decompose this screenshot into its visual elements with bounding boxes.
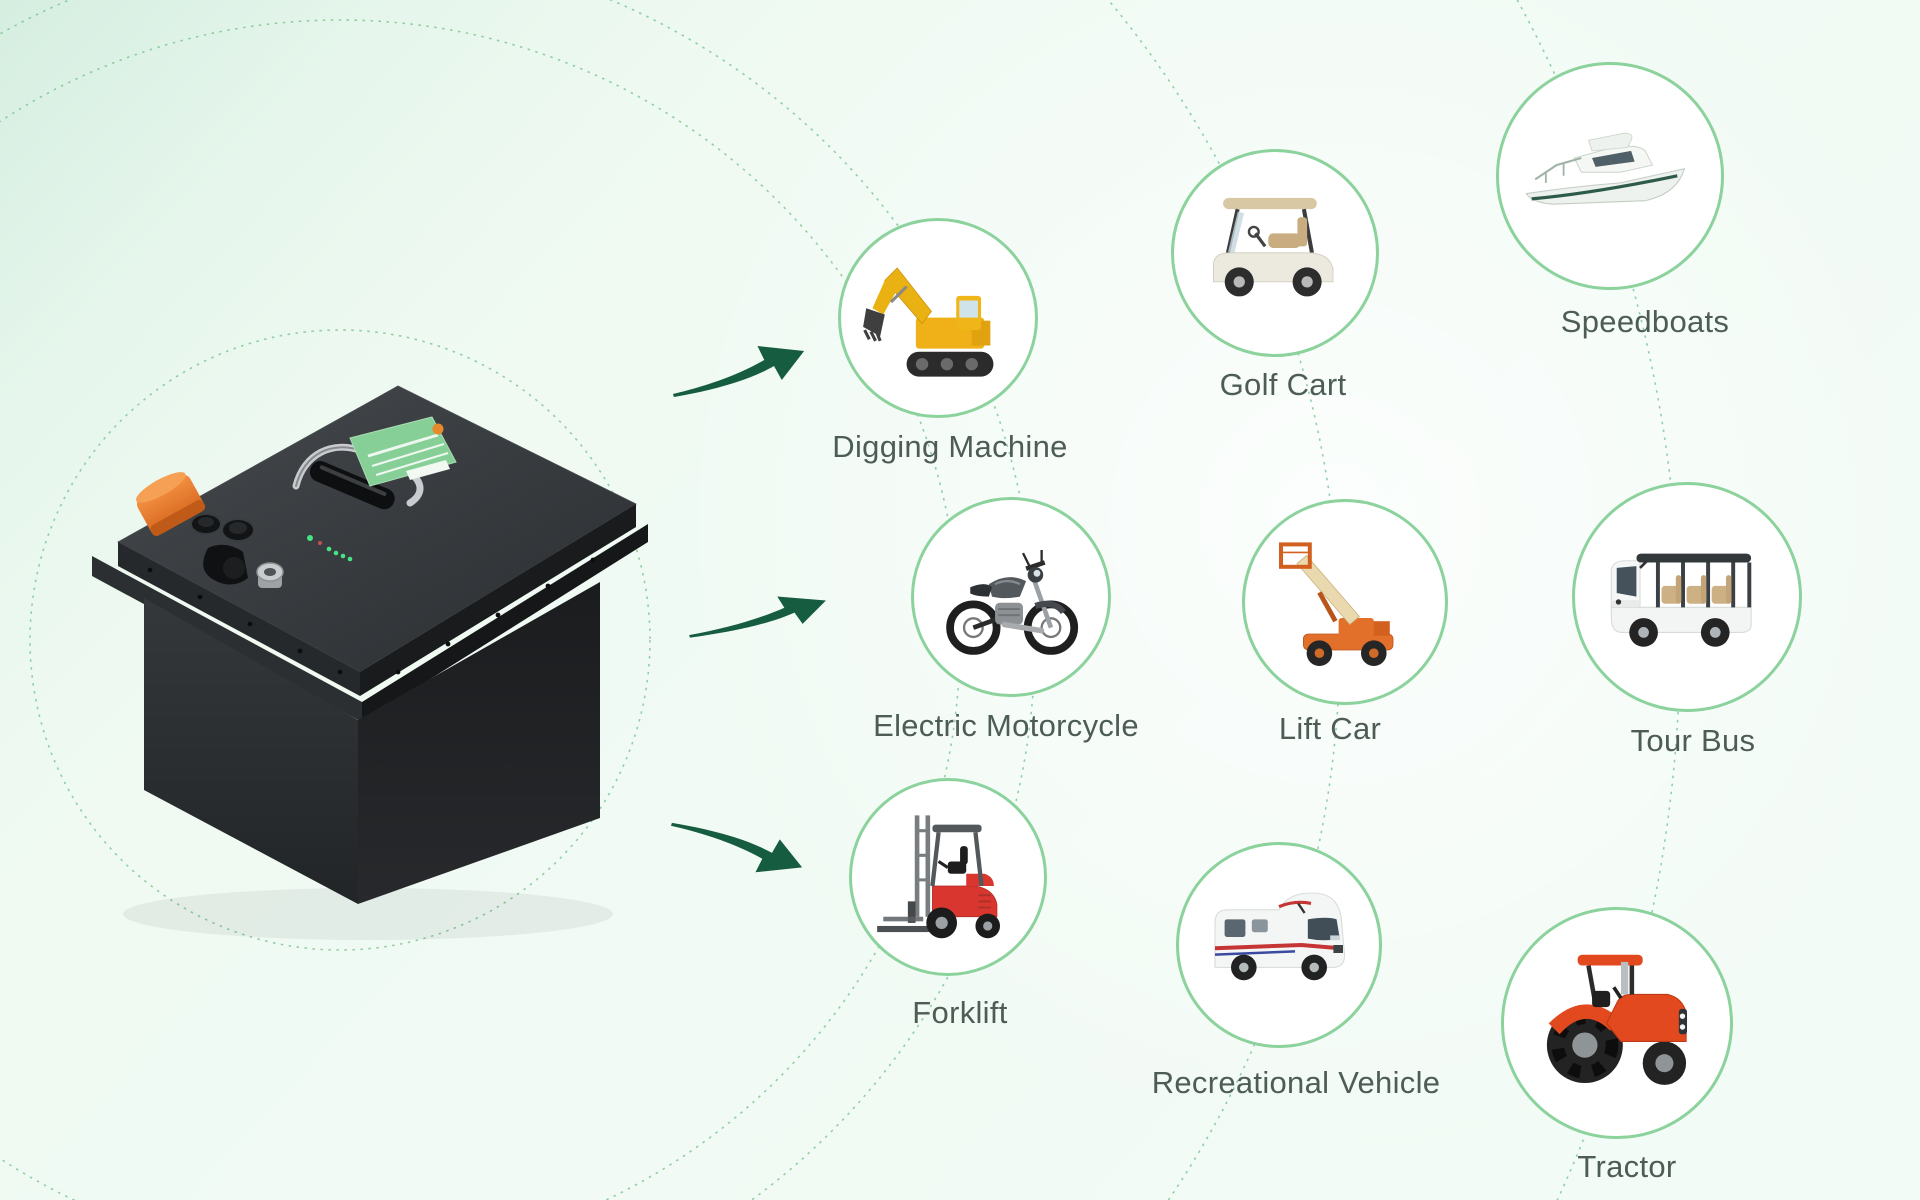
- arrow-to-digging-machine: [672, 338, 808, 400]
- battery-lid-rim-right: [360, 504, 636, 696]
- battery-body-right-face: [358, 582, 600, 904]
- battery-power-socket: [256, 562, 284, 588]
- application-circle-forklift: [849, 778, 1047, 976]
- application-label-digging-machine: Digging Machine: [832, 429, 1068, 464]
- vehicle-icon-electric-motorcycle: [933, 519, 1088, 674]
- application-label-electric-motorcycle: Electric Motorcycle: [873, 708, 1139, 743]
- vehicle-icon-tour-bus: [1597, 507, 1776, 686]
- battery-spec-label: [349, 416, 457, 487]
- application-circle-tractor: [1501, 907, 1733, 1139]
- swoosh-arrow-icon: [672, 338, 808, 400]
- battery-pack-illustration: [92, 385, 648, 940]
- vehicle-icon-recreational-vehicle: [1199, 865, 1359, 1025]
- arrow-to-forklift: [670, 820, 806, 880]
- application-circle-speedboats: [1496, 62, 1724, 290]
- battery-body-left-face: [144, 598, 358, 904]
- application-circle-recreational-vehicle: [1176, 842, 1382, 1048]
- application-label-recreational-vehicle: Recreational Vehicle: [1151, 1065, 1441, 1100]
- vehicle-icon-forklift: [871, 800, 1025, 954]
- battery-brim-right: [362, 524, 648, 722]
- swoosh-arrow-icon: [670, 820, 806, 880]
- application-label-tour-bus: Tour Bus: [1630, 723, 1756, 758]
- battery-elbow-connector: [203, 544, 248, 585]
- dotted-ring-inner: [29, 329, 651, 951]
- application-circle-golf-cart: [1171, 149, 1379, 357]
- battery-status-leds: [307, 535, 353, 562]
- application-circle-tour-bus: [1572, 482, 1802, 712]
- arrow-to-electric-motorcycle: [688, 590, 830, 640]
- application-label-golf-cart: Golf Cart: [1219, 367, 1347, 402]
- swoosh-arrow-icon: [688, 590, 830, 640]
- application-circle-digging-machine: [838, 218, 1038, 418]
- battery-shadow: [123, 888, 613, 940]
- battery-vent-caps: [190, 513, 255, 542]
- application-label-speedboats: Speedboats: [1560, 304, 1730, 339]
- vehicle-icon-speedboats: [1521, 87, 1699, 265]
- battery-lid-rim-left: [118, 542, 360, 696]
- application-label-lift-car: Lift Car: [1278, 711, 1382, 746]
- application-label-forklift: Forklift: [912, 995, 1008, 1030]
- vehicle-icon-tractor: [1527, 933, 1708, 1114]
- battery-screws: [147, 557, 596, 675]
- vehicle-icon-golf-cart: [1194, 172, 1356, 334]
- vehicle-icon-lift-car: [1265, 522, 1425, 682]
- battery-brim-left: [92, 556, 362, 722]
- vehicle-icon-digging-machine: [860, 240, 1015, 395]
- application-circle-lift-car: [1242, 499, 1448, 705]
- battery-orange-terminal: [135, 472, 206, 536]
- application-circle-electric-motorcycle: [911, 497, 1111, 697]
- application-label-tractor: Tractor: [1577, 1149, 1677, 1184]
